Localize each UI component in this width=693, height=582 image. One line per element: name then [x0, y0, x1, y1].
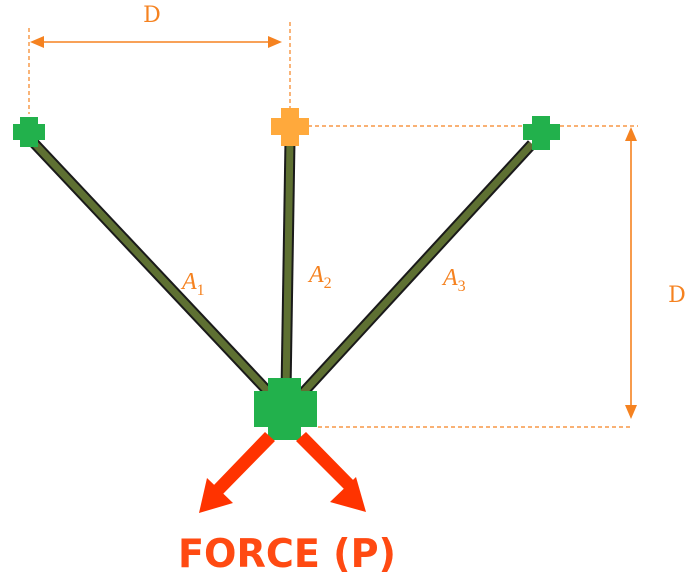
member-label-a2-sub: 2: [324, 275, 332, 292]
vertical-dimension-arrow: [625, 127, 637, 419]
dimension-right-label: D: [668, 283, 686, 308]
truss-members: [28, 138, 537, 404]
arrowhead-right: [268, 36, 282, 48]
dimension-extension-lines: [28, 22, 638, 428]
member-a1: [28, 138, 281, 404]
member-label-a3-base: A: [441, 265, 458, 291]
member-label-a2: A2: [307, 262, 332, 292]
force-arrow-left: [199, 432, 275, 513]
force-arrows: [199, 432, 366, 513]
support-node-right: [523, 116, 560, 150]
member-label-a1-sub: 1: [197, 282, 205, 299]
support-node-left: [13, 117, 45, 147]
member-label-a2-base: A: [307, 262, 324, 288]
force-label: FORCE (P): [178, 532, 396, 577]
arrowhead-left: [30, 36, 44, 48]
member-label-a1-base: A: [180, 269, 197, 295]
member-label-a3: A3: [441, 265, 466, 295]
member-a3: [295, 140, 537, 400]
arrowhead-up: [625, 127, 637, 141]
dimension-top-label: D: [143, 3, 161, 28]
arrowhead-down: [625, 405, 637, 419]
member-label-a3-sub: 3: [458, 278, 466, 295]
force-arrow-right: [296, 432, 366, 512]
horizontal-dimension-arrow: [30, 36, 282, 48]
member-labels: A1 A2 A3: [180, 262, 466, 299]
support-node-middle: [271, 108, 309, 146]
member-label-a1: A1: [180, 269, 205, 299]
load-node-center: [254, 378, 317, 440]
member-a2: [280, 139, 296, 393]
